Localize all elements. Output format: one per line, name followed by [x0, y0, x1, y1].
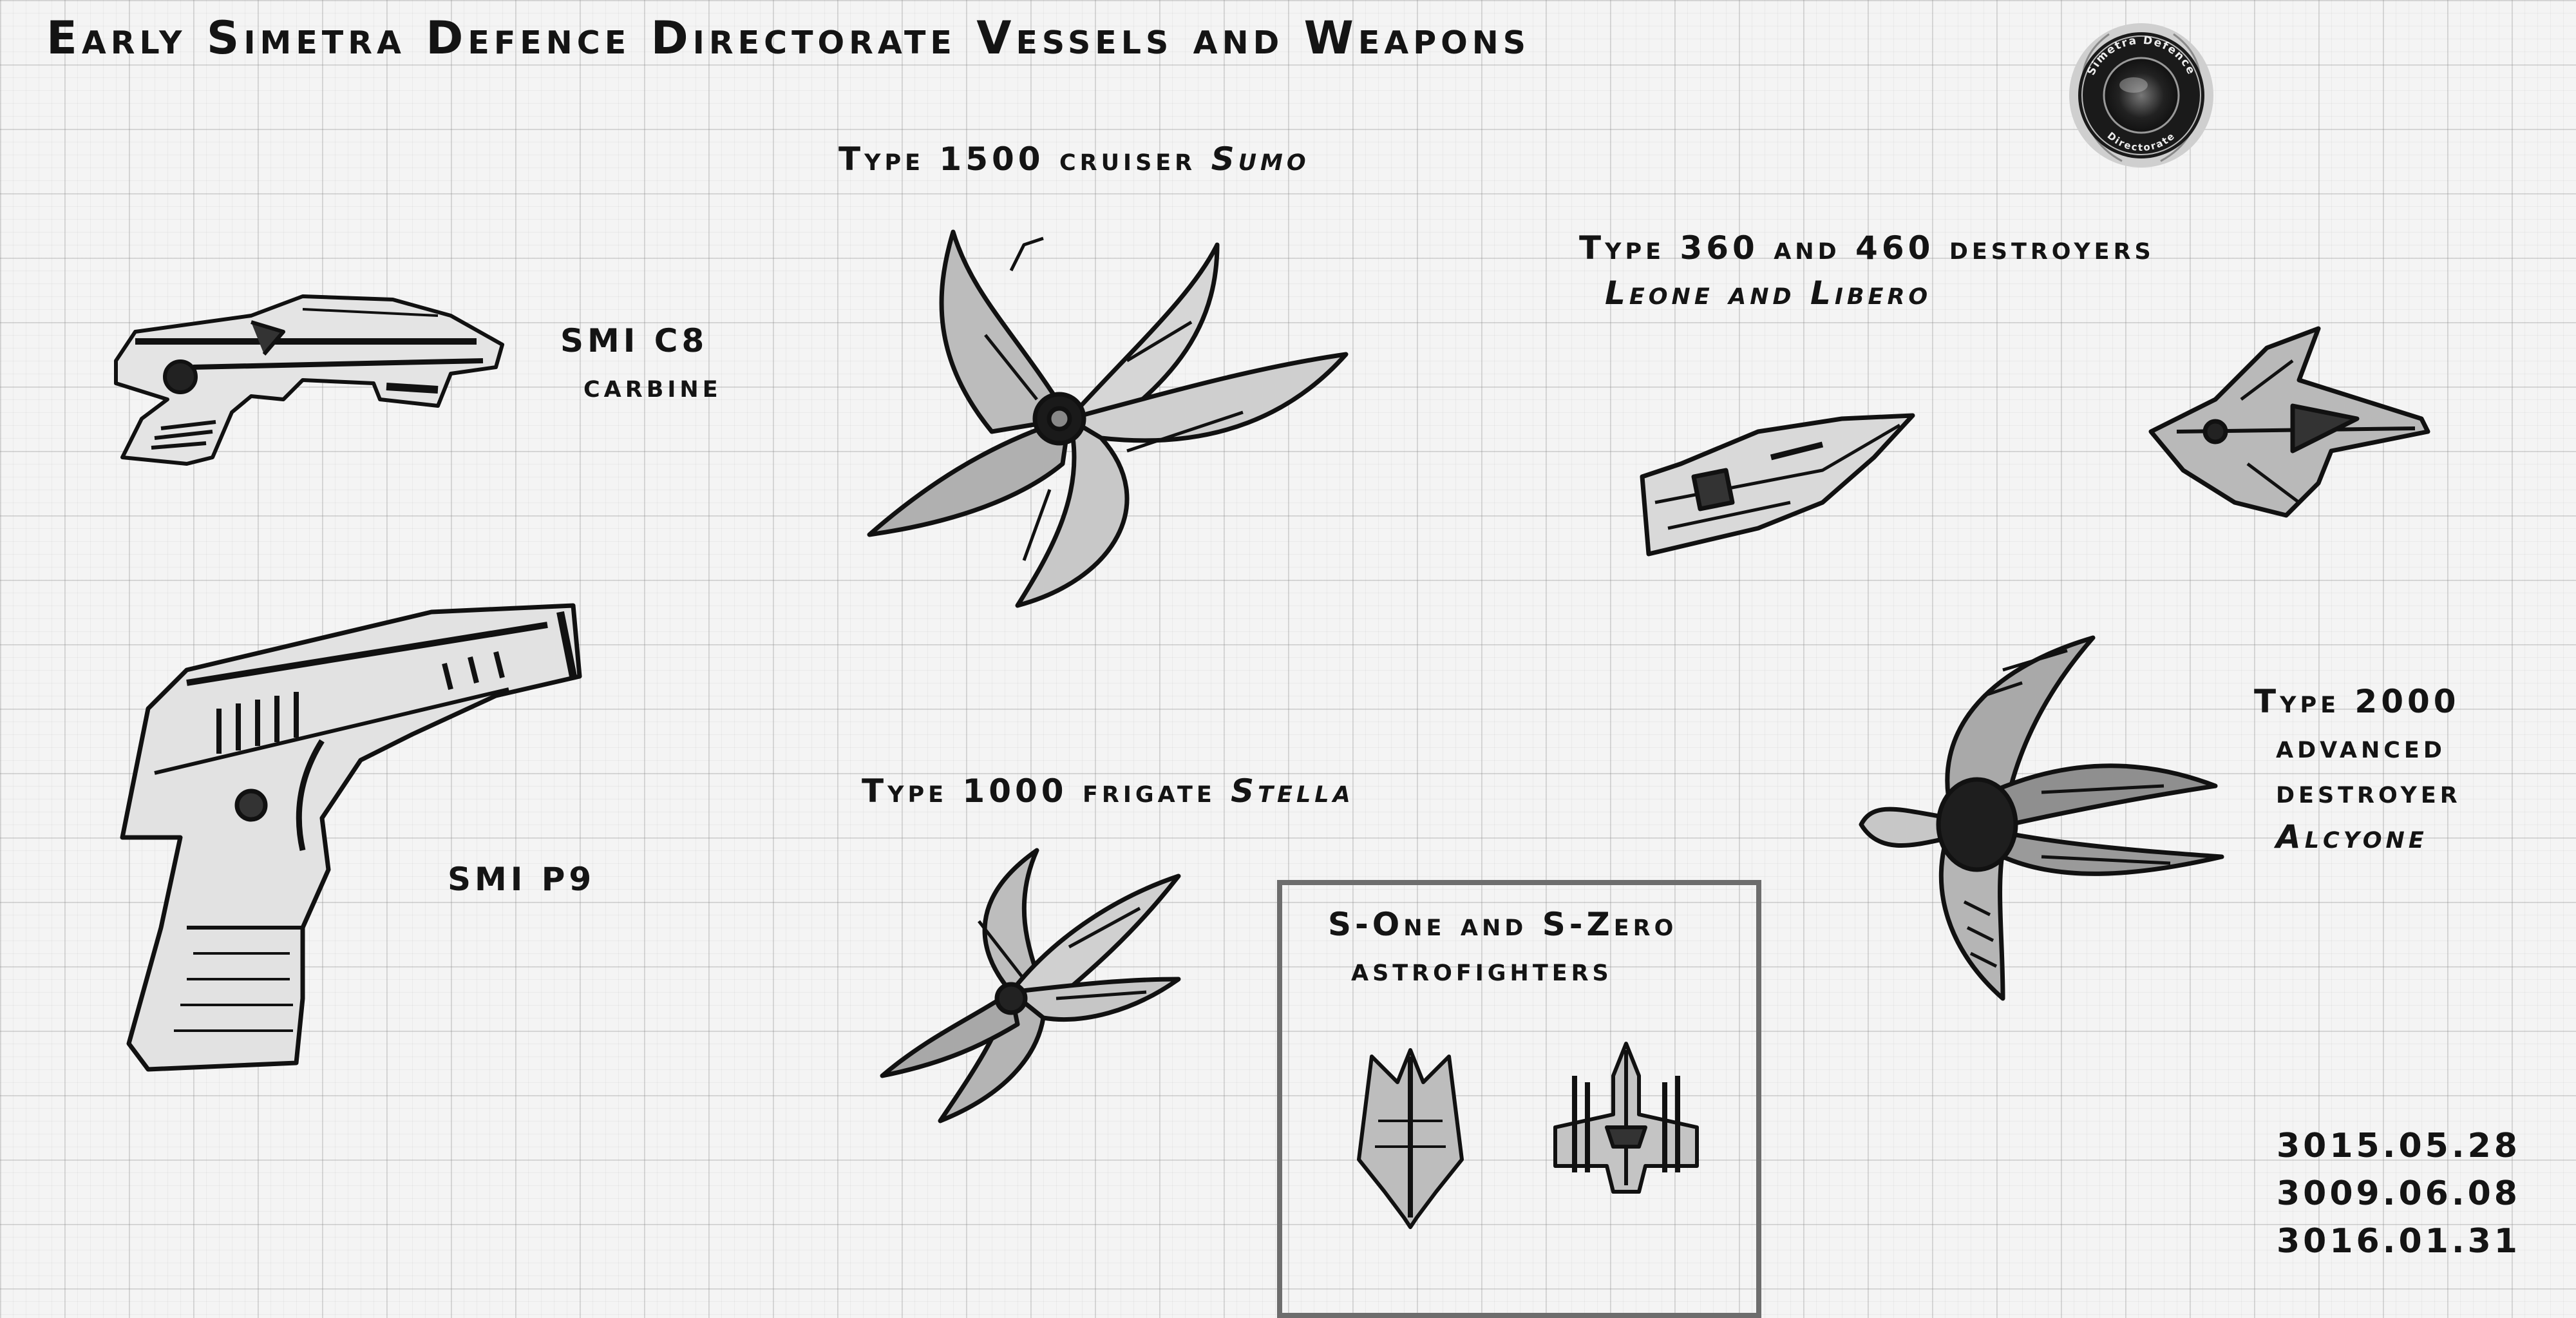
frigate-drawing: [880, 848, 1181, 1123]
pistol-label: SMI P9: [448, 861, 596, 898]
dates-list: 3015.05.28 3009.06.08 3016.01.31: [2277, 1122, 2521, 1265]
carbine-drawing: [114, 294, 504, 466]
advanced-destroyer-name: Alcyone: [2276, 818, 2428, 855]
carbine-label: SMI C8 carbine: [560, 318, 722, 408]
advanced-destroyer-class: Type 2000: [2254, 683, 2460, 720]
advanced-destroyer-type1: advanced: [2276, 728, 2446, 765]
advanced-destroyer-drawing: [1859, 635, 2224, 1001]
frigate-class: Type 1000 frigate: [862, 772, 1216, 810]
s-one-fighter-drawing: [1357, 1048, 1464, 1229]
date-item: 3015.05.28: [2277, 1127, 2521, 1165]
astrofighters-type: astrofighters: [1351, 951, 1613, 988]
cruiser-drawing: [867, 229, 1349, 608]
frigate-name: Stella: [1231, 772, 1354, 810]
carbine-type: carbine: [583, 367, 722, 405]
date-item: 3009.06.08: [2277, 1174, 2521, 1213]
destroyer-libero-drawing: [2148, 326, 2430, 518]
destroyers-class: Type 360 and 460 destroyers: [1579, 229, 2155, 267]
directorate-emblem-icon: Simetra Defence Directorate: [2069, 23, 2213, 167]
advanced-destroyer-label: Type 2000 advanced destroyer Alcyone: [2254, 679, 2461, 859]
pistol-drawing: [120, 603, 582, 1072]
page-title: Early Simetra Defence Directorate Vessel…: [46, 12, 1531, 64]
frigate-label: Type 1000 frigate Stella: [862, 769, 1354, 814]
cruiser-name: Sumo: [1211, 140, 1310, 178]
date-item: 3016.01.31: [2277, 1222, 2521, 1261]
astrofighters-class: S-One and S-Zero: [1328, 906, 1678, 943]
destroyers-names: Leone and Libero: [1605, 274, 1932, 312]
cruiser-label: Type 1500 cruiser Sumo: [838, 137, 1310, 182]
destroyer-leone-drawing: [1640, 413, 1915, 557]
astrofighters-label: S-One and S-Zero astrofighters: [1328, 902, 1677, 992]
cruiser-class: Type 1500 cruiser: [838, 140, 1197, 178]
s-zero-fighter-drawing: [1553, 1042, 1699, 1194]
advanced-destroyer-type2: destroyer: [2276, 773, 2461, 810]
destroyers-label: Type 360 and 460 destroyers Leone and Li…: [1579, 225, 2155, 316]
carbine-model: SMI C8: [560, 322, 708, 359]
